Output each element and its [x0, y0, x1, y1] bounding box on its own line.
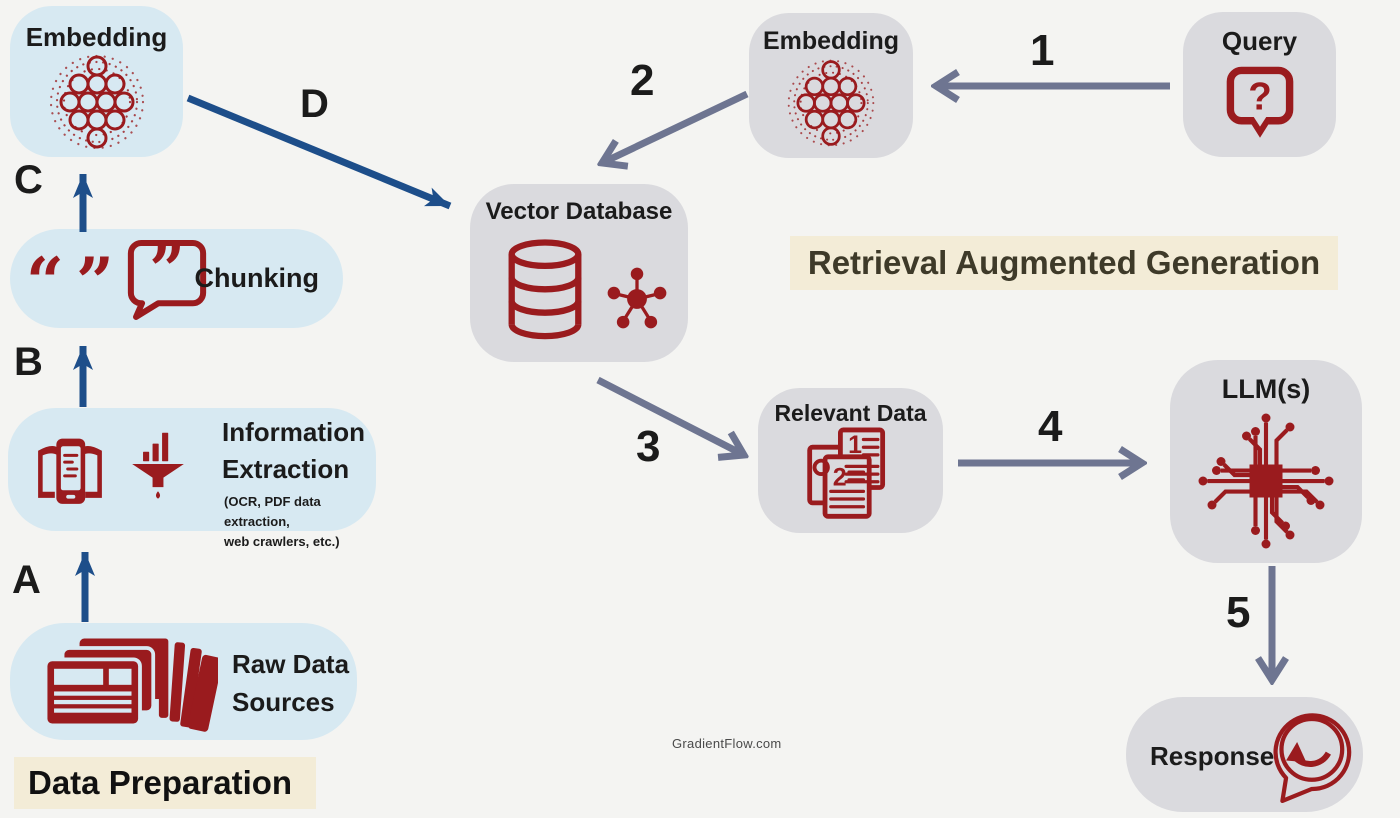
node-label: Response [1150, 741, 1275, 771]
section-data-preparation: Data Preparation [14, 757, 316, 809]
node-response: Response [1126, 697, 1363, 812]
book-stack-icon [158, 638, 218, 732]
node-label: Relevant Data [774, 400, 927, 426]
database-icon [508, 239, 582, 340]
chip-icon [1198, 413, 1334, 549]
label-line1: Information [222, 417, 365, 447]
reply-bubble-icon [1273, 713, 1352, 804]
step-label-b: B [14, 340, 43, 384]
watermark: GradientFlow.com [672, 736, 782, 751]
node-label: Query [1221, 26, 1298, 56]
node-llm: LLM(s) [1170, 360, 1362, 563]
bubble-quote-glyph: ” [149, 236, 185, 306]
subtitle-line2: web crawlers, etc.) [224, 534, 340, 549]
ranked-documents-icon: 1 2 [807, 427, 886, 519]
document-scan-icon [38, 438, 102, 504]
node-label: LLM(s) [1221, 374, 1311, 404]
node-query: Query ? [1183, 12, 1336, 157]
section-title: Data Preparation [28, 764, 293, 801]
node-chunking: “ ” ” Chunking [10, 229, 343, 328]
arrow-2 [602, 90, 749, 163]
newspaper-stack-icon [43, 634, 218, 732]
arrow-3 [596, 376, 744, 455]
close-quote-glyph: ” [76, 243, 114, 321]
node-label: Raw Data Sources [232, 645, 349, 721]
step-label-c: C [14, 158, 43, 202]
node-raw-data-sources: Raw Data Sources [10, 623, 357, 740]
cluster-icon [607, 267, 667, 329]
node-relevant-data: Relevant Data 1 2 [758, 388, 943, 533]
node-information-extraction: Information Extraction (OCR, PDF data ex… [8, 408, 376, 549]
section-rag: Retrieval Augmented Generation [790, 236, 1338, 290]
node-label: Chunking [194, 263, 319, 293]
step-number-4: 4 [1038, 402, 1063, 451]
question-glyph: ? [1248, 76, 1272, 119]
node-label: Embedding [25, 22, 168, 52]
step-label-a: A [12, 558, 41, 602]
node-embedding-left: Embedding [10, 6, 183, 157]
step-label-d: D [300, 82, 329, 126]
quote-bubble-icon: ” [127, 236, 207, 320]
step-number-3: 3 [636, 422, 661, 471]
open-quote-glyph: “ [26, 243, 64, 321]
node-subtitle: (OCR, PDF data extraction, web crawlers,… [224, 492, 376, 552]
node-label: Embedding [762, 27, 900, 55]
node-label: Information Extraction [222, 414, 365, 488]
neural-network-icon [47, 52, 147, 152]
section-title: Retrieval Augmented Generation [807, 244, 1321, 281]
funnel-chart-icon [132, 432, 184, 499]
step-number-5: 5 [1226, 588, 1251, 637]
rank-number-1: 1 [848, 431, 862, 459]
node-embedding-top: Embedding [749, 13, 913, 158]
label-line1: Raw Data [232, 649, 350, 679]
step-number-1: 1 [1030, 26, 1055, 75]
neural-network-icon [785, 57, 877, 149]
node-vector-database: Vector Database [470, 184, 688, 362]
subtitle-line1: (OCR, PDF data extraction, [224, 494, 321, 529]
question-bubble-icon: ? [1226, 66, 1294, 138]
node-label: Vector Database [485, 198, 673, 225]
rank-number-2: 2 [833, 464, 847, 492]
label-line2: Sources [232, 687, 335, 717]
step-number-2: 2 [630, 56, 655, 105]
label-line2: Extraction [222, 454, 350, 484]
